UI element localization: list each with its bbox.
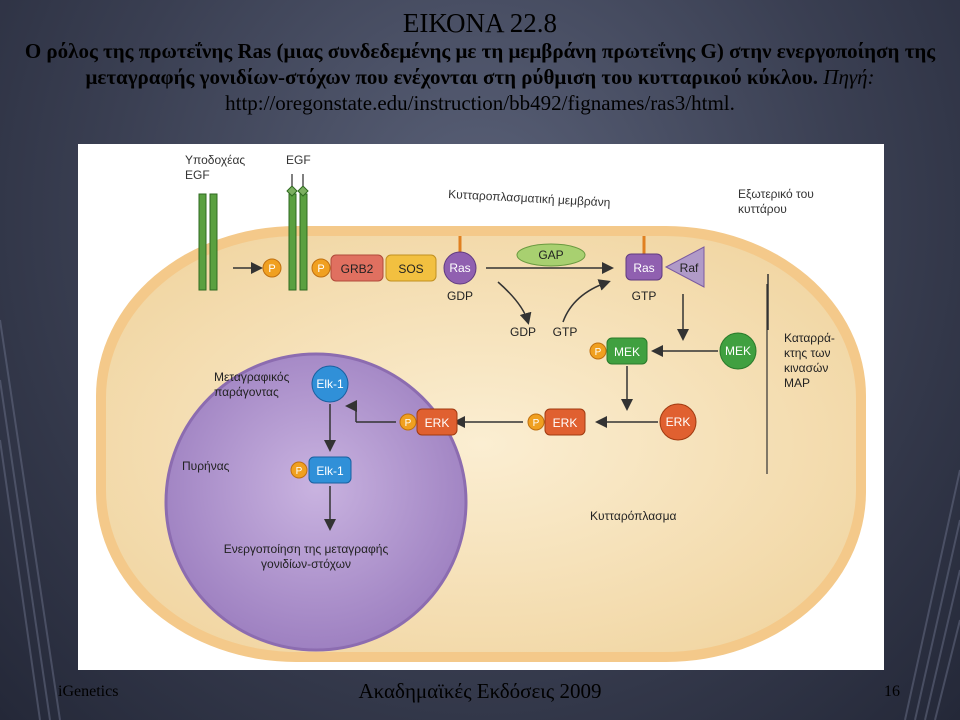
ras-label: Ras	[633, 261, 654, 275]
outside-label-2: κυττάρου	[738, 202, 787, 216]
nucleus-label: Πυρήνας	[182, 459, 230, 473]
slide-title: ΕΙΚΟΝΑ 22.8	[402, 8, 558, 38]
erk-inactive-icon	[659, 403, 697, 441]
raf-shape	[664, 246, 705, 288]
erk-label: ERK	[553, 416, 578, 430]
erk-nuclear-box	[416, 408, 458, 436]
source-line: Πηγή: http://oregonstate.edu/instruction…	[225, 65, 874, 115]
cascade-label-1: Καταρρά-	[784, 331, 835, 345]
cascade-label-3: κινασών	[784, 361, 828, 375]
source-url: http://oregonstate.edu/instruction/bb492…	[225, 91, 735, 115]
phosphate-label: P	[595, 347, 602, 358]
phosphate-label: P	[268, 263, 275, 275]
phosphate-icon	[262, 258, 282, 278]
page-number: 16	[884, 683, 900, 700]
gtp-label: GTP	[553, 325, 578, 339]
nucleus-shape	[164, 352, 468, 652]
activation-label-2: γονιδίων-στόχων	[261, 557, 351, 571]
gap-shape	[516, 243, 586, 267]
elk1-label: Elk-1	[316, 377, 344, 391]
phosphate-label: P	[296, 466, 303, 477]
egf-receptor	[198, 193, 308, 291]
gtp-label: GTP	[632, 289, 657, 303]
footer-publisher: Ακαδημαϊκές Εκδόσεις 2009	[358, 679, 602, 703]
sos-label: SOS	[398, 262, 423, 276]
activation-label-1: Ενεργοποίηση της μεταγραφής	[224, 542, 389, 556]
cascade-label-4: MAP	[784, 376, 810, 390]
tf-label-2: παράγοντας	[214, 385, 279, 399]
erk-box	[544, 408, 586, 436]
grb2-label: GRB2	[341, 262, 374, 276]
phosphate-label: P	[317, 263, 324, 275]
phosphate-label: P	[533, 418, 540, 429]
slide-title-block: ΕΙΚΟΝΑ 22.8 Ο ρόλος της πρωτεΐνης Ras (μ…	[0, 8, 960, 116]
mek-inactive-icon	[719, 332, 757, 370]
elk1-label: Elk-1	[316, 464, 344, 478]
caption-text: Ο ρόλος της πρωτεΐνης Ras (μιας συνδεδεμ…	[24, 39, 936, 89]
egf-label: EGF	[286, 153, 311, 167]
figure-panel: Υποδοχέας EGF EGF Κυτταροπλασματική μεμβ…	[78, 144, 884, 670]
gdp-label: GDP	[447, 289, 473, 303]
sos-box	[385, 254, 437, 282]
mek-box	[606, 337, 648, 365]
mek-label: MEK	[614, 345, 640, 359]
ras-gdp-icon	[443, 251, 477, 285]
phosphate-icon	[527, 413, 545, 431]
cascade-label-2: κτης των	[784, 346, 830, 360]
ras-label: Ras	[449, 261, 470, 275]
elk1-icon	[311, 365, 349, 403]
elk1-phospho-box	[308, 456, 352, 484]
tf-label-1: Μεταγραφικός	[214, 370, 290, 384]
cytoplasm-label: Κυτταρόπλασμα	[590, 509, 677, 523]
egf-ligand	[286, 185, 309, 197]
grb2-box	[330, 254, 384, 282]
figure-caption: Ο ρόλος της πρωτεΐνης Ras (μιας συνδεδεμ…	[0, 38, 960, 116]
raf-label: Raf	[680, 261, 699, 275]
phosphate-icon	[399, 413, 417, 431]
source-label: Πηγή:	[823, 65, 875, 89]
phosphate-icon	[589, 342, 607, 360]
erk-label: ERK	[425, 416, 450, 430]
gdp-label: GDP	[510, 325, 536, 339]
phosphate-icon	[290, 461, 308, 479]
mek-label: MEK	[725, 344, 751, 358]
receptor-label-2: EGF	[185, 168, 210, 182]
phosphate-label: P	[405, 418, 412, 429]
gap-label: GAP	[538, 248, 563, 262]
ras-pathway-diagram: Υποδοχέας EGF EGF Κυτταροπλασματική μεμβ…	[96, 153, 866, 662]
phosphate-icon	[311, 258, 331, 278]
receptor-label-1: Υποδοχέας	[185, 153, 245, 167]
membrane-label: Κυτταροπλασματική μεμβράνη	[448, 187, 611, 209]
ras-gtp-box	[625, 253, 663, 281]
erk-label: ERK	[666, 415, 691, 429]
footer-brand: iGenetics	[58, 683, 119, 700]
outside-label-1: Εξωτερικό του	[738, 187, 814, 201]
